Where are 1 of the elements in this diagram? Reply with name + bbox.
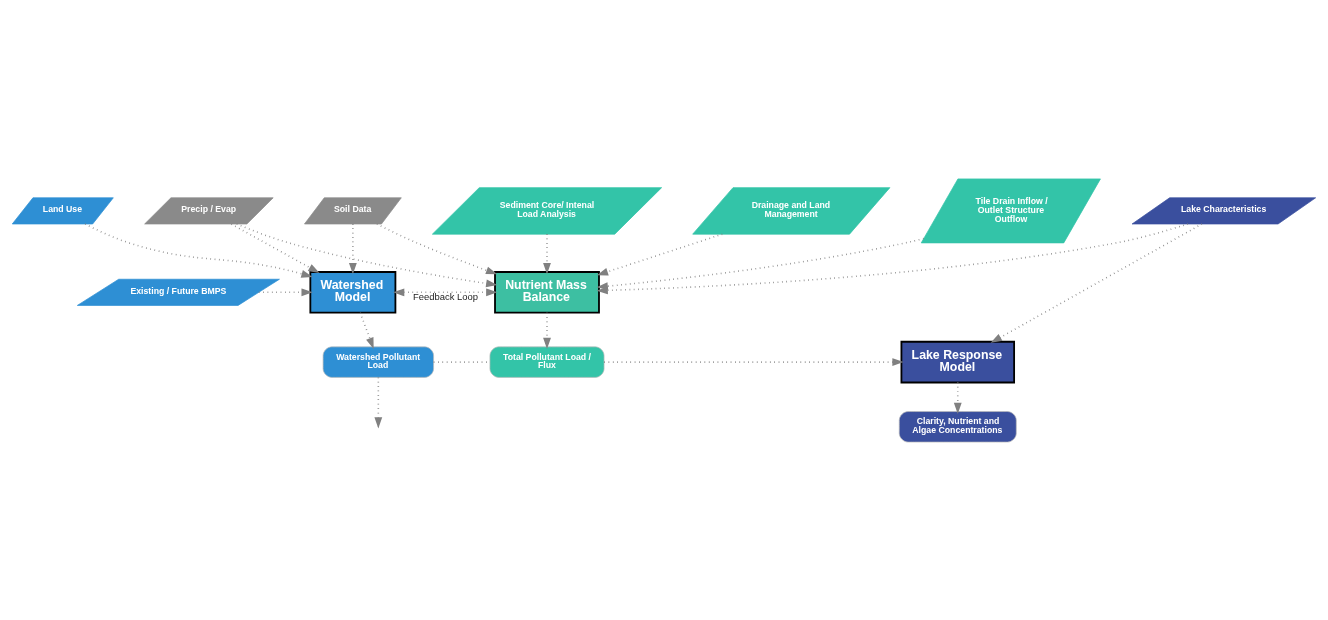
edge-label: Feedback Loop <box>413 290 479 302</box>
